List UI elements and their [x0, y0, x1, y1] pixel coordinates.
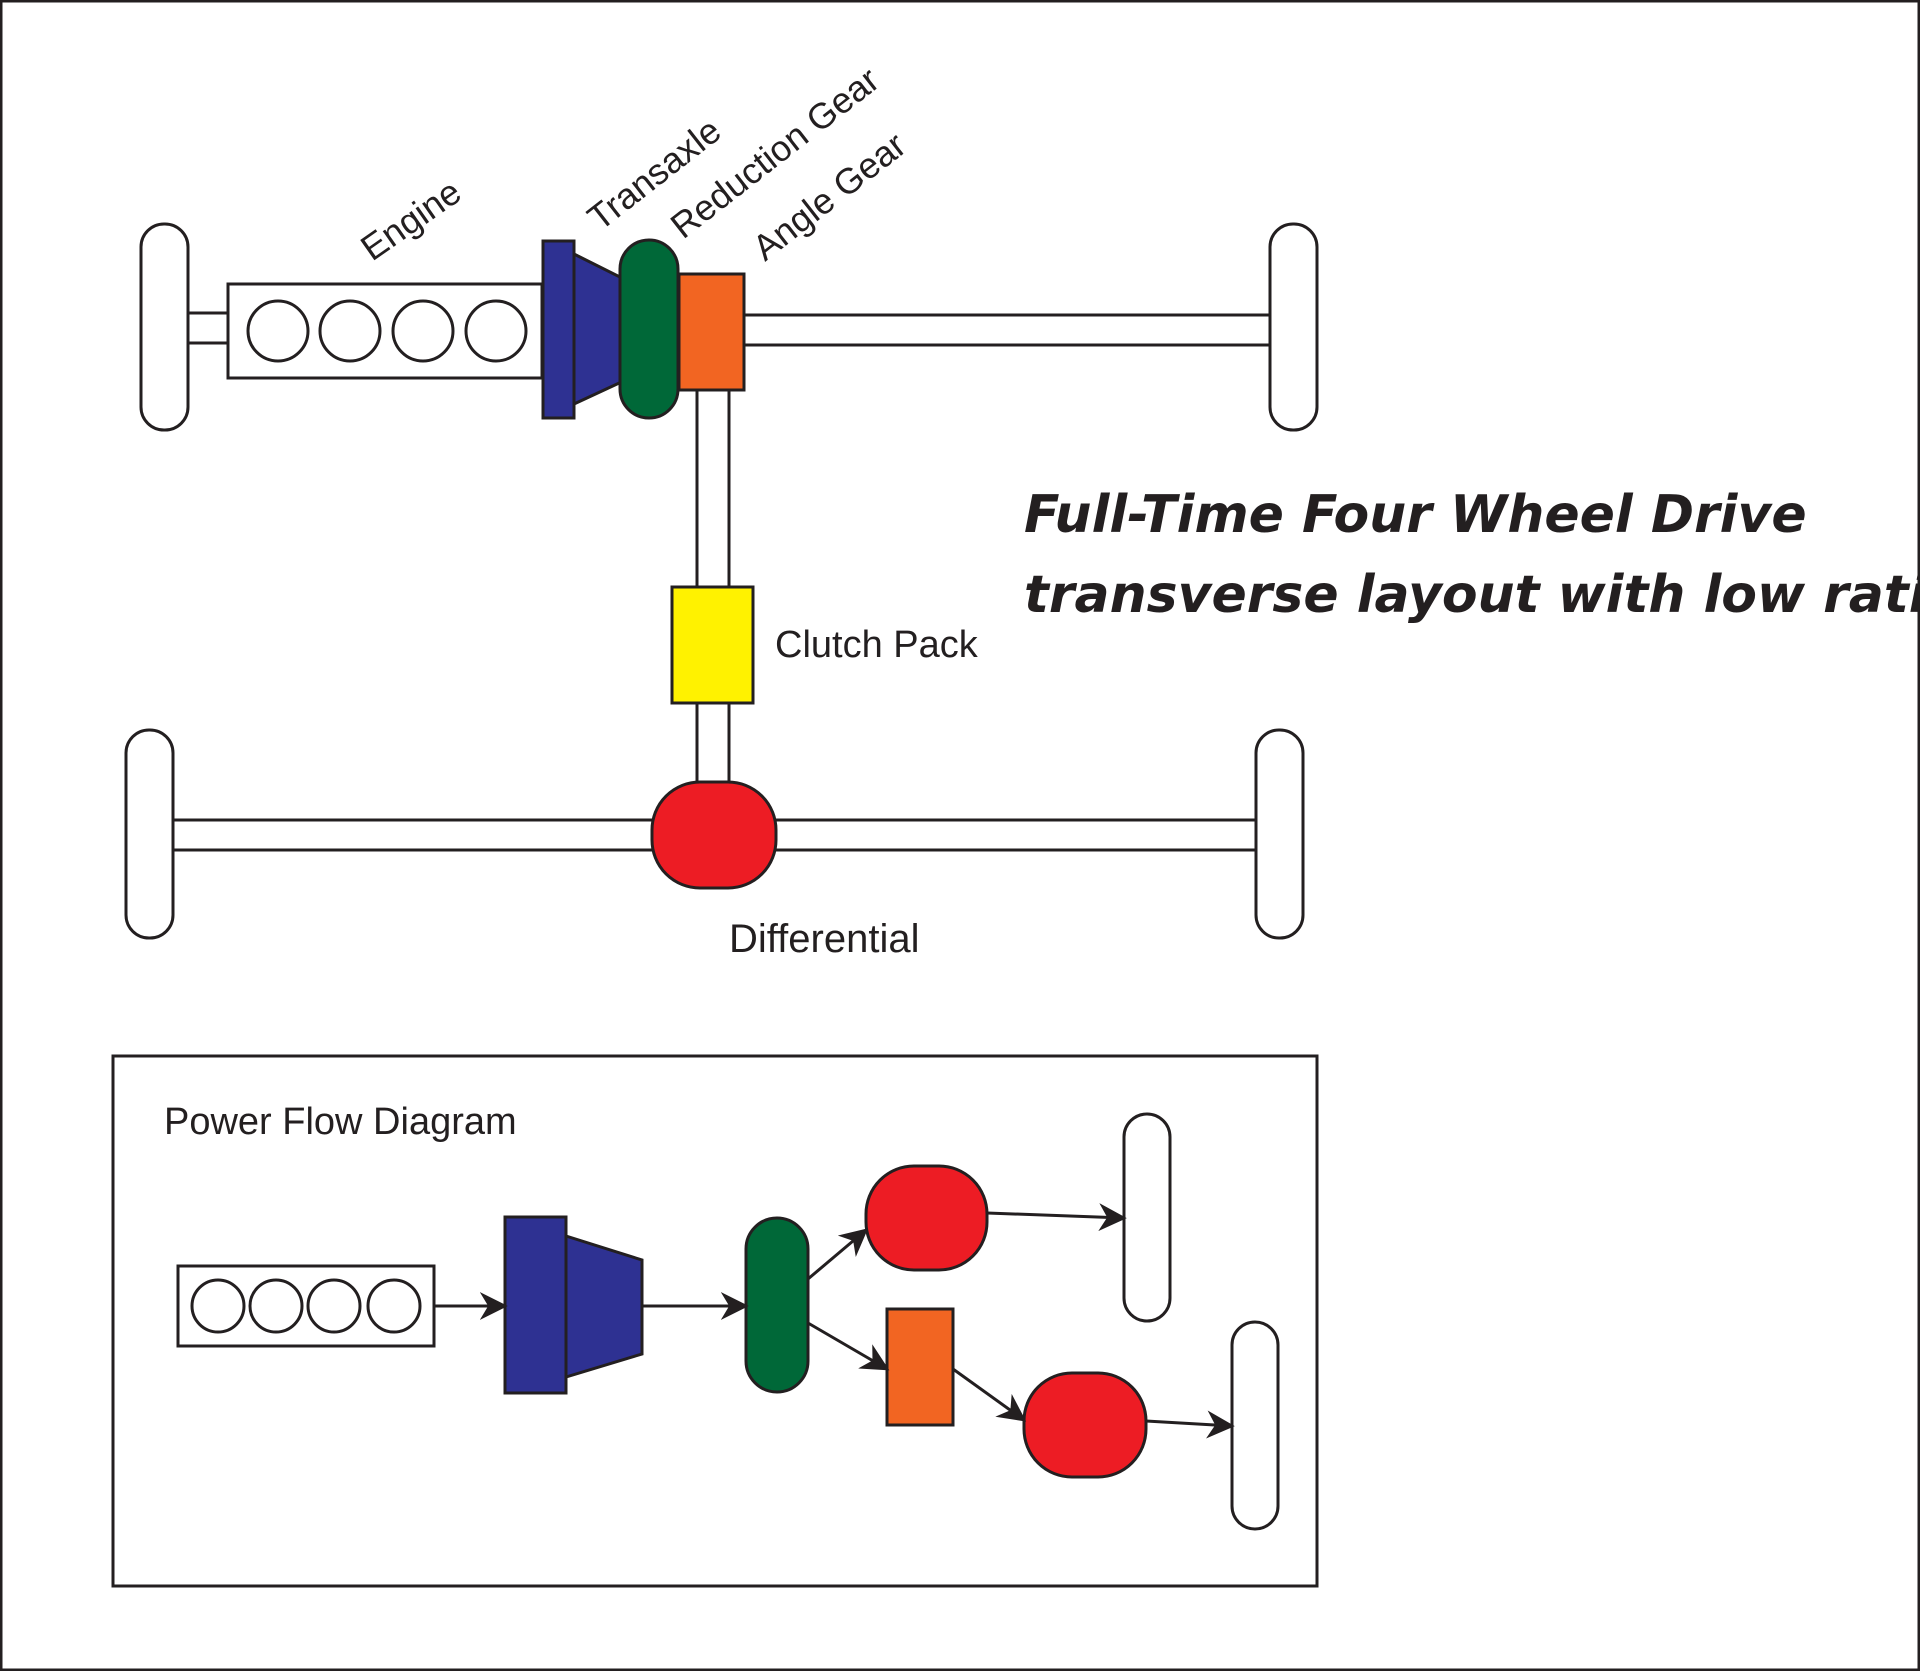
- drive-shaft-upper: [695, 388, 731, 589]
- label-clutch-pack: Clutch Pack: [775, 624, 979, 666]
- front-right-wheel: [1268, 222, 1319, 432]
- front-right-axle-shaft: [741, 313, 1273, 347]
- power-flow-title: Power Flow Diagram: [164, 1101, 517, 1143]
- engine-cylinder-2: [318, 299, 382, 363]
- engine-cylinder-4: [464, 299, 528, 363]
- pf-angle-gear: [885, 1307, 955, 1427]
- title-line-1: Full-Time Four Wheel Drive: [1024, 485, 1807, 545]
- pf-engine-cylinder-4: [366, 1278, 422, 1334]
- reduction-gear: [618, 238, 680, 420]
- arrow-reduction-to-angle-gear: [807, 1321, 890, 1371]
- clutch-pack: [670, 585, 755, 705]
- pf-engine-cylinder-1: [190, 1278, 246, 1334]
- engine-cylinder-1: [246, 299, 310, 363]
- pf-engine-cylinder-3: [306, 1278, 362, 1334]
- label-engine: Engine: [353, 171, 468, 269]
- pf-front-wheel: [1122, 1112, 1172, 1323]
- rear-differential: [650, 780, 778, 890]
- rear-left-wheel: [124, 728, 175, 940]
- pf-rear-differential: [1022, 1371, 1148, 1479]
- drive-shaft-lower: [695, 701, 731, 793]
- transaxle-plate: [541, 239, 576, 420]
- front-left-stub-shaft: [186, 311, 230, 345]
- arrow-angle-gear-to-rear-diff: [952, 1367, 1027, 1422]
- pf-transaxle-plate: [503, 1215, 568, 1395]
- title-line-2: transverse layout with low ratio: [1024, 565, 1920, 625]
- rear-right-wheel: [1254, 728, 1305, 940]
- label-differential: Differential: [729, 917, 919, 961]
- pf-engine-cylinder-2: [248, 1278, 304, 1334]
- front-axle-assembly: [139, 222, 1319, 589]
- engine-cylinder-3: [391, 299, 455, 363]
- angle-gear: [677, 272, 746, 392]
- arrow-front-diff-to-wheel: [986, 1203, 1127, 1232]
- arrow-rear-diff-to-wheel: [1145, 1410, 1235, 1439]
- front-left-wheel: [139, 222, 190, 432]
- pf-transaxle-cone: [564, 1233, 644, 1380]
- pf-rear-wheel: [1230, 1320, 1280, 1531]
- arrow-reduction-to-front-diff: [807, 1228, 869, 1281]
- power-flow-panel: Power Flow Diagram: [111, 1054, 1319, 1588]
- rear-axle-assembly: [124, 701, 1305, 940]
- pf-reduction-gear: [744, 1216, 810, 1394]
- pf-front-differential: [864, 1164, 989, 1272]
